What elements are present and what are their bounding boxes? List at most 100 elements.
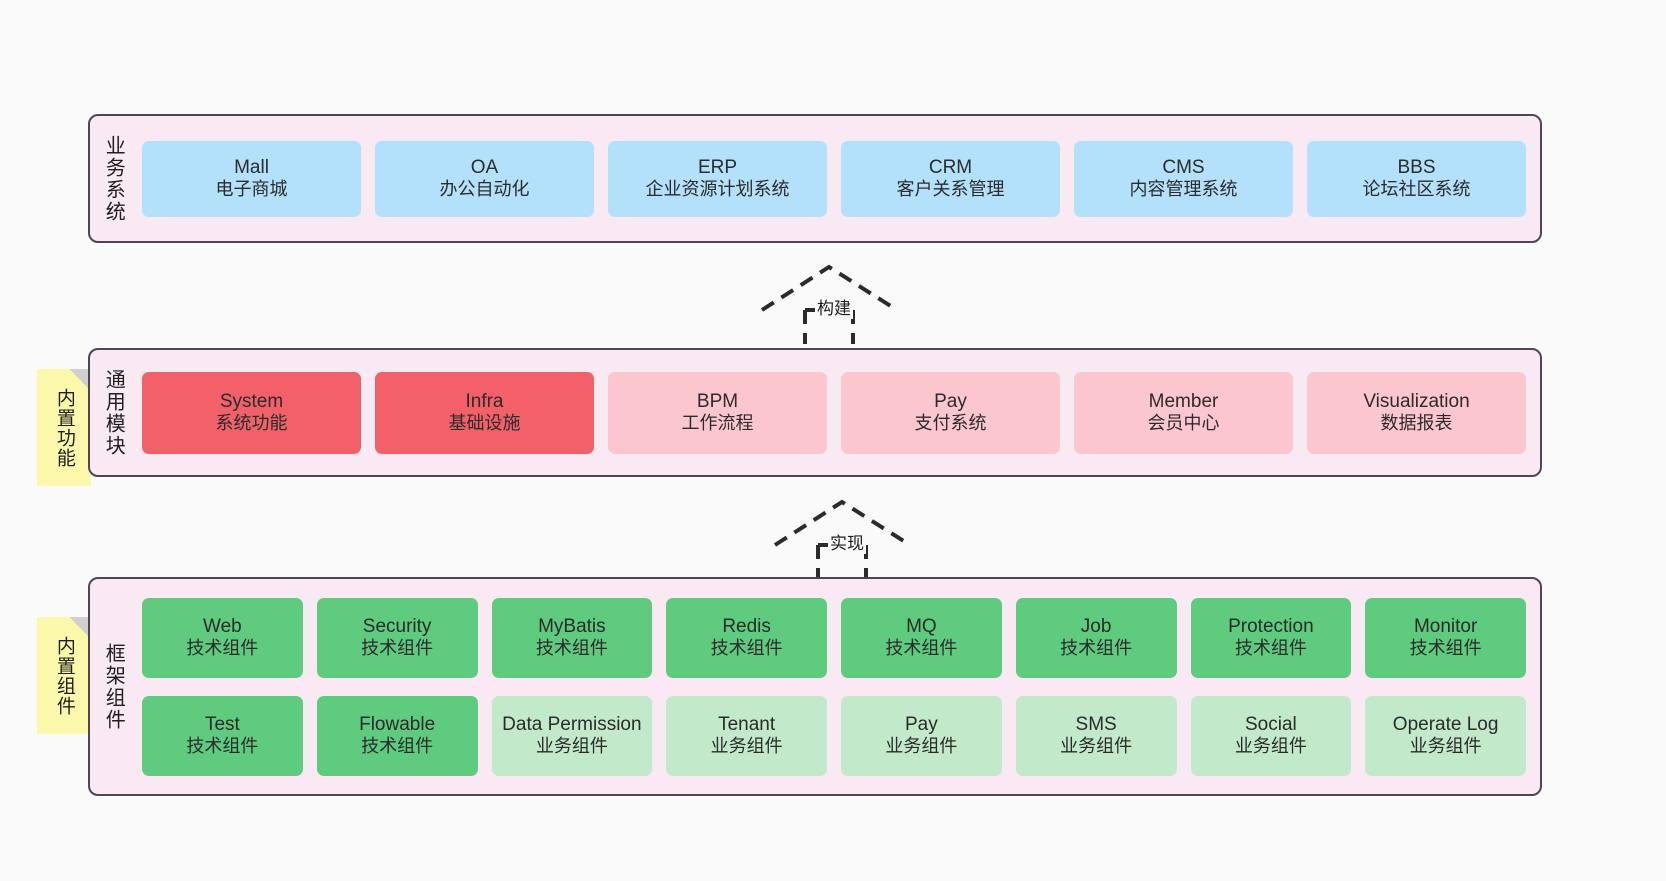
card-subtitle: 技术组件 <box>885 638 958 659</box>
card-title: MQ <box>906 615 937 637</box>
card-redis[interactable]: Redis 技术组件 <box>666 597 827 678</box>
card-title: CRM <box>928 156 973 178</box>
card-pay-component[interactable]: Pay 业务组件 <box>841 695 1002 776</box>
card-infra[interactable]: Infra 基础设施 <box>375 371 594 454</box>
layer-body-framework: Web 技术组件 Security 技术组件 MyBatis 技术组件 Redi… <box>136 579 1540 794</box>
card-mall[interactable]: Mall 电子商城 <box>142 140 361 217</box>
card-title: Social <box>1245 713 1297 735</box>
card-protection[interactable]: Protection 技术组件 <box>1190 597 1352 678</box>
card-title: BPM <box>696 390 739 412</box>
card-title: Operate Log <box>1392 713 1499 735</box>
card-subtitle: 企业资源计划系统 <box>645 179 790 200</box>
card-title: Data Permission <box>502 713 642 735</box>
card-pay-module[interactable]: Pay 支付系统 <box>841 371 1060 454</box>
card-subtitle: 技术组件 <box>361 736 434 757</box>
card-bbs[interactable]: BBS 论坛社区系统 <box>1307 140 1526 217</box>
card-title: MyBatis <box>538 615 606 637</box>
arrow-build: 构建 <box>757 262 902 344</box>
card-title: Member <box>1148 390 1219 412</box>
layer-row: System 系统功能 Infra 基础设施 BPM 工作流程 Pay 支付系统… <box>142 371 1526 454</box>
card-tenant[interactable]: Tenant 业务组件 <box>666 695 827 776</box>
card-title: Pay <box>905 713 938 735</box>
layer-body-business: Mall 电子商城 OA 办公自动化 ERP 企业资源计划系统 CRM 客户关系… <box>136 116 1540 241</box>
arrow-label-build: 构建 <box>815 294 853 319</box>
card-title: System <box>219 390 284 412</box>
card-sms[interactable]: SMS 业务组件 <box>1015 695 1177 776</box>
card-cms[interactable]: CMS 内容管理系统 <box>1074 140 1293 217</box>
card-title: Visualization <box>1363 390 1470 412</box>
card-subtitle: 办公自动化 <box>439 179 530 200</box>
card-title: Mall <box>234 156 269 178</box>
card-subtitle: 论坛社区系统 <box>1362 179 1471 200</box>
layer-title-modules: 通用模块 <box>102 368 125 457</box>
card-title: BBS <box>1397 156 1436 178</box>
card-data-permission[interactable]: Data Permission 业务组件 <box>491 695 653 776</box>
card-subtitle: 业务组件 <box>885 736 958 757</box>
card-title: CMS <box>1162 156 1205 178</box>
layer-title-framework: 框架组件 <box>102 642 125 731</box>
layer-row: Web 技术组件 Security 技术组件 MyBatis 技术组件 Redi… <box>142 597 1526 678</box>
card-subtitle: 业务组件 <box>1060 736 1133 757</box>
card-title: Web <box>203 615 242 637</box>
card-subtitle: 内容管理系统 <box>1129 179 1238 200</box>
card-title: Pay <box>934 390 967 412</box>
note-builtin-features: 内置功能 <box>37 369 91 486</box>
card-subtitle: 技术组件 <box>1060 638 1133 659</box>
card-title: Flowable <box>359 713 436 735</box>
layer-row: Mall 电子商城 OA 办公自动化 ERP 企业资源计划系统 CRM 客户关系… <box>142 140 1526 217</box>
card-oa[interactable]: OA 办公自动化 <box>375 140 594 217</box>
card-title: Redis <box>722 615 771 637</box>
arrow-implement: 实现 <box>770 497 915 579</box>
card-subtitle: 基础设施 <box>448 413 521 434</box>
card-subtitle: 技术组件 <box>361 638 434 659</box>
card-title: OA <box>470 156 499 178</box>
card-mq[interactable]: MQ 技术组件 <box>841 597 1002 678</box>
note-builtin-components: 内置组件 <box>37 617 91 734</box>
card-erp[interactable]: ERP 企业资源计划系统 <box>608 140 827 217</box>
card-subtitle: 技术组件 <box>186 736 259 757</box>
card-monitor[interactable]: Monitor 技术组件 <box>1365 597 1526 678</box>
card-title: Protection <box>1228 615 1314 637</box>
note-text: 内置功能 <box>53 387 75 468</box>
card-title: ERP <box>697 156 738 178</box>
layer-body-modules: System 系统功能 Infra 基础设施 BPM 工作流程 Pay 支付系统… <box>136 350 1540 475</box>
card-title: Security <box>362 615 432 637</box>
card-operate-log[interactable]: Operate Log 业务组件 <box>1365 695 1526 776</box>
card-web[interactable]: Web 技术组件 <box>142 597 303 678</box>
card-system[interactable]: System 系统功能 <box>142 371 361 454</box>
card-title: Test <box>204 713 240 735</box>
arrow-label-implement: 实现 <box>828 529 866 554</box>
card-mybatis[interactable]: MyBatis 技术组件 <box>491 597 653 678</box>
card-visualization[interactable]: Visualization 数据报表 <box>1307 371 1526 454</box>
card-subtitle: 技术组件 <box>1409 638 1482 659</box>
card-title: Job <box>1080 615 1112 637</box>
card-job[interactable]: Job 技术组件 <box>1015 597 1177 678</box>
card-security[interactable]: Security 技术组件 <box>316 597 478 678</box>
card-subtitle: 客户关系管理 <box>896 179 1005 200</box>
card-subtitle: 业务组件 <box>710 736 783 757</box>
card-subtitle: 工作流程 <box>681 413 754 434</box>
card-subtitle: 会员中心 <box>1147 413 1220 434</box>
card-crm[interactable]: CRM 客户关系管理 <box>841 140 1060 217</box>
card-subtitle: 技术组件 <box>710 638 783 659</box>
card-test[interactable]: Test 技术组件 <box>142 695 303 776</box>
layer-title-business: 业务系统 <box>102 134 125 223</box>
card-subtitle: 业务组件 <box>1409 736 1482 757</box>
card-member[interactable]: Member 会员中心 <box>1074 371 1293 454</box>
card-social[interactable]: Social 业务组件 <box>1190 695 1352 776</box>
card-subtitle: 数据报表 <box>1380 413 1453 434</box>
card-flowable[interactable]: Flowable 技术组件 <box>316 695 478 776</box>
note-text: 内置组件 <box>53 635 75 716</box>
layer-common-modules: 通用模块 System 系统功能 Infra 基础设施 BPM 工作流程 Pay… <box>88 348 1542 477</box>
layer-business-systems: 业务系统 Mall 电子商城 OA 办公自动化 ERP 企业资源计划系统 CRM… <box>88 114 1542 243</box>
layer-row: Test 技术组件 Flowable 技术组件 Data Permission … <box>142 695 1526 776</box>
card-subtitle: 技术组件 <box>186 638 259 659</box>
card-title: Tenant <box>718 713 776 735</box>
card-bpm[interactable]: BPM 工作流程 <box>608 371 827 454</box>
card-subtitle: 业务组件 <box>535 736 608 757</box>
card-subtitle: 电子商城 <box>215 179 288 200</box>
card-subtitle: 支付系统 <box>914 413 987 434</box>
card-title: Infra <box>465 390 504 412</box>
card-title: SMS <box>1075 713 1117 735</box>
card-subtitle: 系统功能 <box>215 413 288 434</box>
